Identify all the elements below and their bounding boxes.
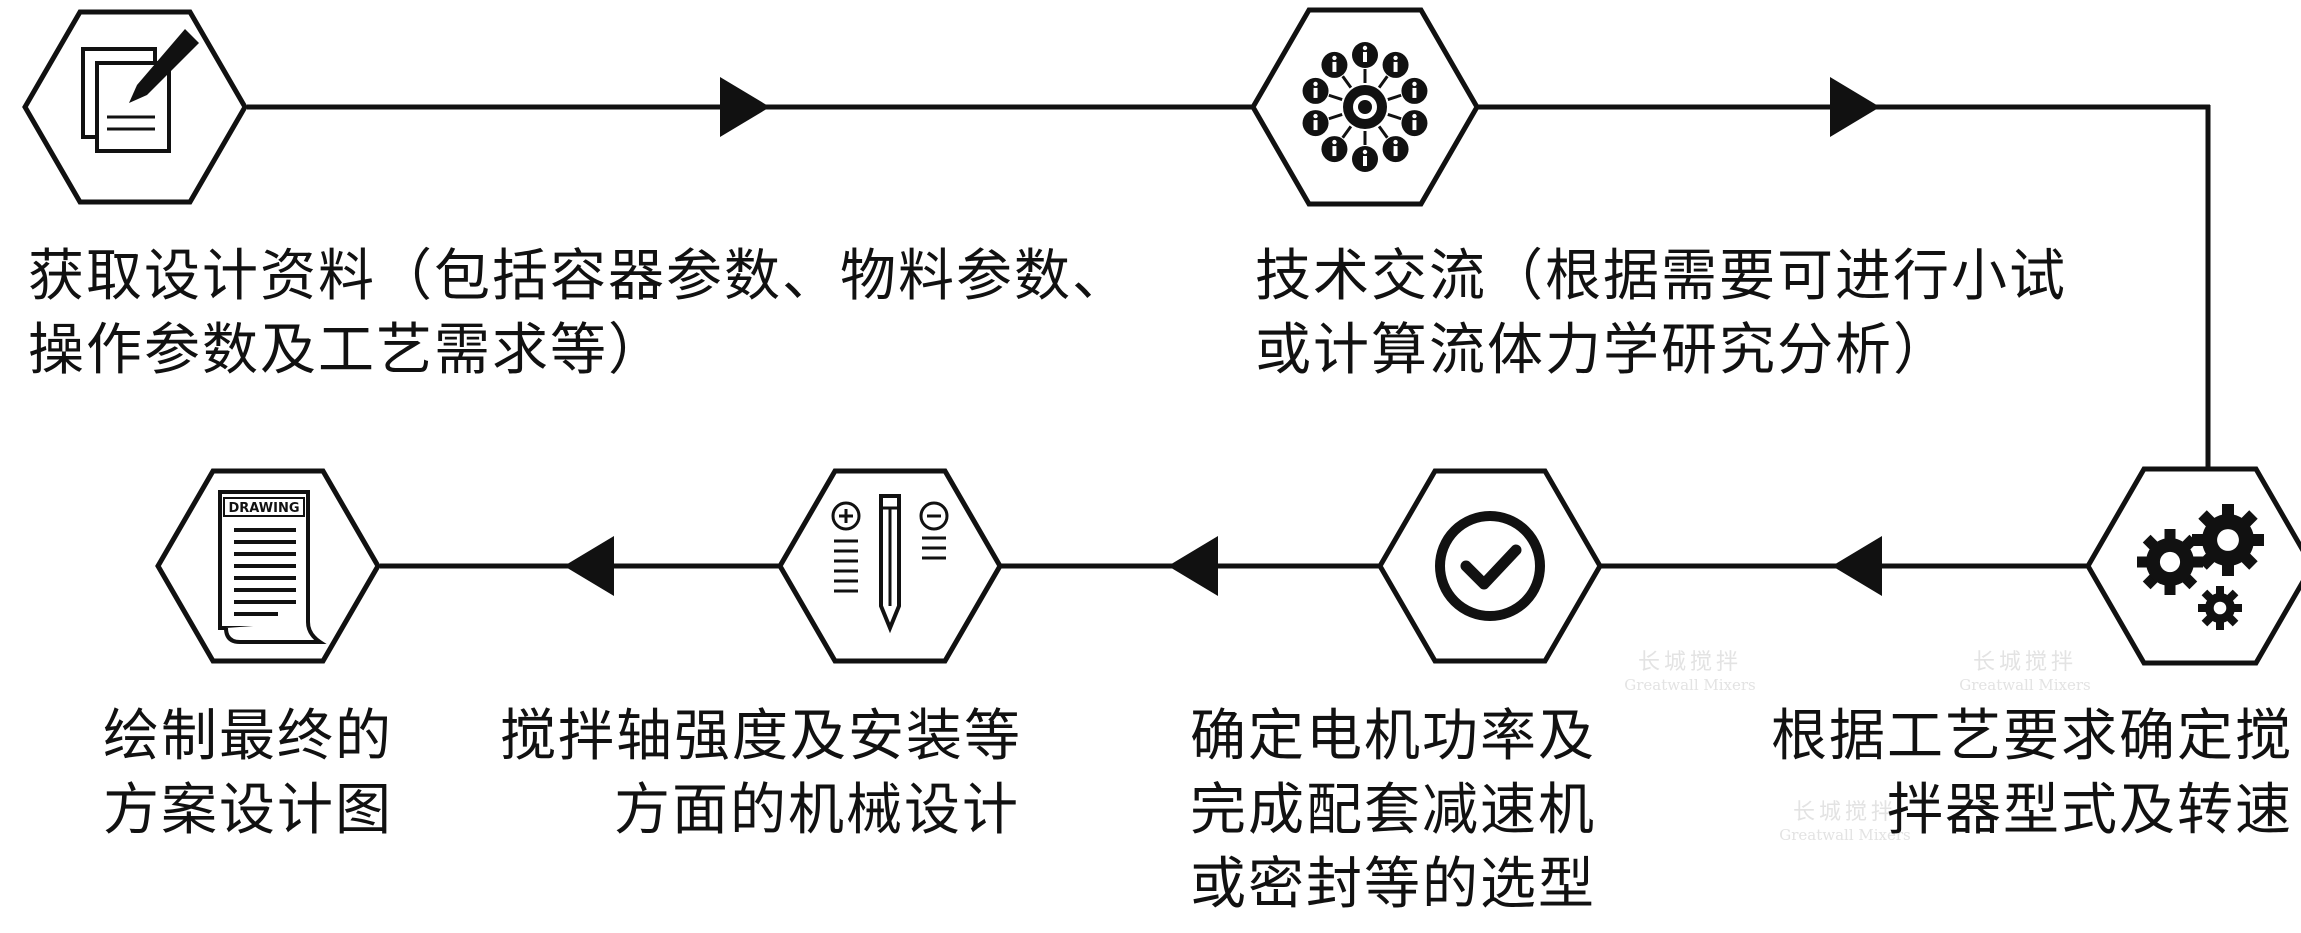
step1-label-line1: 获取设计资料（包括容器参数、物料参数、 bbox=[28, 244, 1130, 309]
checkmark-circle-icon bbox=[1435, 511, 1545, 621]
step6-hexagon: DRAWING bbox=[155, 468, 381, 664]
step1-hexagon bbox=[22, 9, 248, 205]
step6-label-line2: 方案设计图 bbox=[103, 778, 393, 843]
document-pencil-icon bbox=[81, 29, 199, 153]
step6-label-line1: 绘制最终的 bbox=[103, 704, 393, 769]
arrow-left-3 bbox=[564, 536, 614, 596]
arrow-right-2 bbox=[1830, 77, 1880, 137]
info-node-icon bbox=[1401, 110, 1428, 137]
gear-icon bbox=[2198, 586, 2242, 630]
step2-label-line1: 技术交流（根据需要可进行小试 bbox=[1255, 244, 2067, 309]
info-node-icon bbox=[1352, 42, 1378, 68]
arrow-left-1 bbox=[1832, 536, 1882, 596]
info-node-icon bbox=[1302, 110, 1329, 137]
step5-hexagon bbox=[777, 468, 1003, 664]
info-node-icon bbox=[1382, 136, 1409, 163]
step2-label: 技术交流（根据需要可进行小试或计算流体力学研究分析） bbox=[1255, 240, 2067, 388]
step5-label-line2: 方面的机械设计 bbox=[614, 778, 1020, 843]
step3-hexagon bbox=[2085, 466, 2301, 666]
info-node-icon bbox=[1302, 77, 1329, 104]
step4-label-line1: 确定电机功率及 bbox=[1190, 704, 1596, 769]
info-network-icon bbox=[1302, 42, 1428, 172]
step2-hexagon bbox=[1250, 7, 1480, 207]
step4-hexagon bbox=[1377, 468, 1603, 664]
arrow-left-2 bbox=[1168, 536, 1218, 596]
info-node-icon bbox=[1401, 77, 1428, 104]
info-node-icon bbox=[1321, 51, 1348, 78]
arrowheads bbox=[564, 77, 1882, 596]
step6-label: 绘制最终的方案设计图 bbox=[103, 700, 393, 848]
gear-icon bbox=[2137, 529, 2203, 595]
step5-label: 搅拌轴强度及安装等方面的机械设计 bbox=[500, 700, 1020, 848]
arrow-right-1 bbox=[720, 77, 770, 137]
step1-label-line2: 操作参数及工艺需求等） bbox=[28, 318, 666, 383]
step2-label-line2: 或计算流体力学研究分析） bbox=[1255, 318, 1951, 383]
info-node-icon bbox=[1382, 51, 1409, 78]
step5-label-line1: 搅拌轴强度及安装等 bbox=[500, 704, 1022, 769]
gear-icon bbox=[2192, 504, 2264, 576]
step3-label-line1: 根据工艺要求确定搅 bbox=[1771, 704, 2293, 769]
info-node-icon bbox=[1321, 136, 1348, 163]
pencil-plus-minus-icon bbox=[831, 494, 949, 634]
gears-icon bbox=[2137, 504, 2264, 630]
drawing-label: DRAWING bbox=[228, 501, 299, 516]
step4-label: 确定电机功率及完成配套减速机或密封等的选型 bbox=[1170, 700, 1596, 922]
step4-label-line2: 完成配套减速机 bbox=[1190, 778, 1596, 843]
step4-label-line3: 或密封等的选型 bbox=[1190, 852, 1596, 917]
step1-label: 获取设计资料（包括容器参数、物料参数、操作参数及工艺需求等） bbox=[28, 240, 1130, 388]
info-node-icon bbox=[1352, 146, 1378, 172]
step3-label: 根据工艺要求确定搅拌器型式及转速 bbox=[1771, 700, 2293, 848]
drawing-document-icon: DRAWING bbox=[218, 490, 327, 644]
step3-label-line2: 拌器型式及转速 bbox=[1887, 778, 2293, 843]
